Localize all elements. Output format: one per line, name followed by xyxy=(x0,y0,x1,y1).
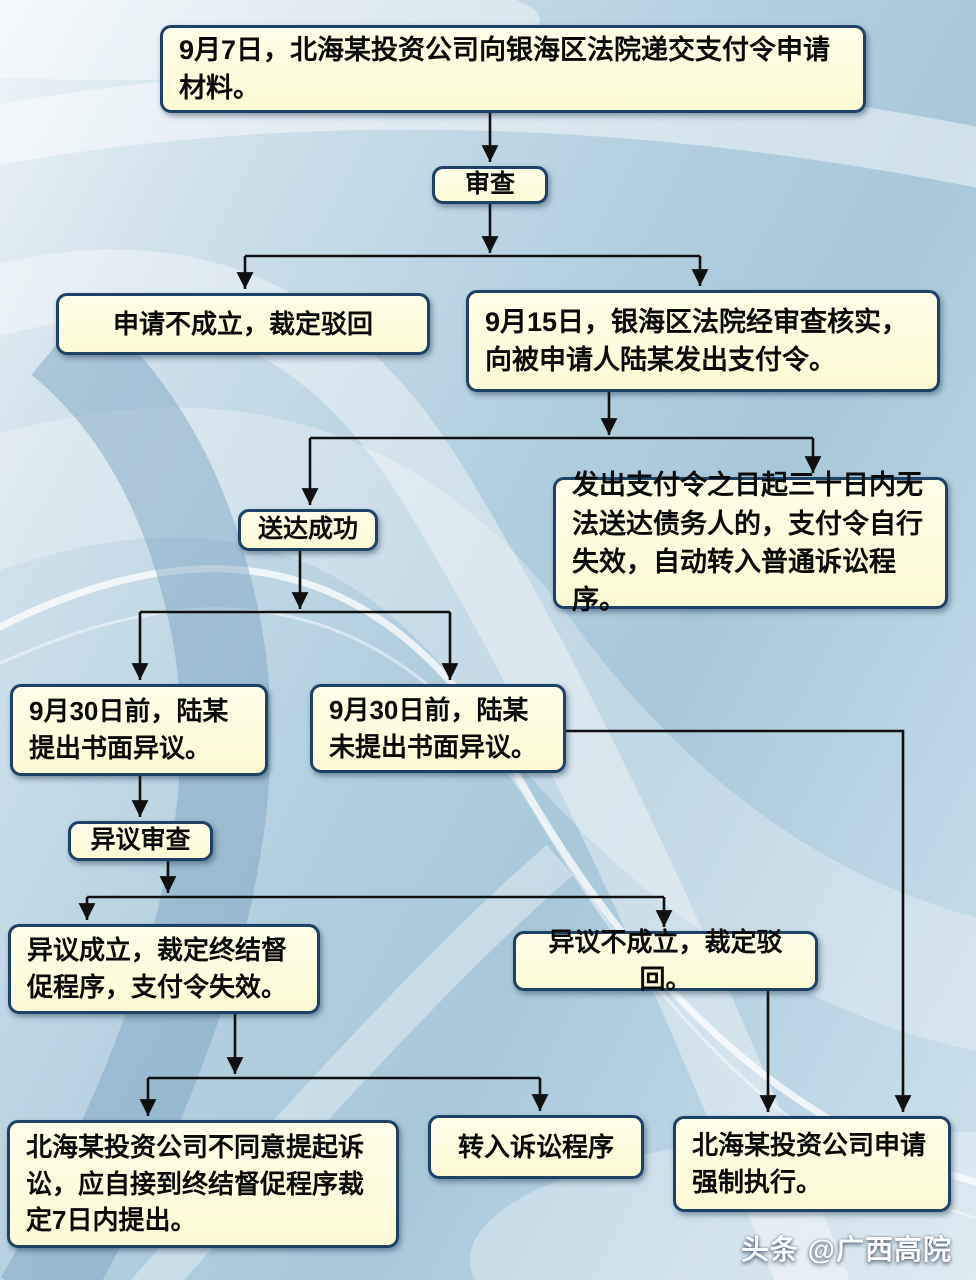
node-no-objection: 9月30日前，陆某未提出书面异议。 xyxy=(310,684,566,773)
node-objection-filed-label: 9月30日前，陆某提出书面异议。 xyxy=(29,696,229,763)
node-review: 审查 xyxy=(432,166,548,204)
node-submit-application-label: 9月7日，北海某投资公司向银海区法院递交支付令申请材料。 xyxy=(179,34,831,103)
node-no-objection-label: 9月30日前，陆某未提出书面异议。 xyxy=(329,694,538,762)
node-compulsory-enforcement: 北海某投资公司申请强制执行。 xyxy=(673,1116,951,1212)
node-objection-upheld-label: 异议成立，裁定终结督促程序，支付令失效。 xyxy=(27,935,288,1002)
node-payment-order-issued-label: 9月15日，银海区法院经审查核实，向被申请人陆某发出支付令。 xyxy=(485,306,909,375)
node-service-failed: 发出支付令之日起三十日内无法送达债务人的，支付令自行失效，自动转入普通诉讼程序。 xyxy=(553,470,948,615)
node-review-label: 审查 xyxy=(464,170,515,199)
node-transfer-litigation: 转入诉讼程序 xyxy=(428,1115,644,1179)
node-application-rejected: 申请不成立，裁定驳回 xyxy=(56,293,430,355)
node-application-rejected-label: 申请不成立，裁定驳回 xyxy=(112,308,373,339)
node-disagree-litigation: 北海某投资公司不同意提起诉讼，应自接到终结督促程序裁定7日内提出。 xyxy=(7,1120,399,1248)
node-service-failed-label: 发出支付令之日起三十日内无法送达债务人的，支付令自行失效，自动转入普通诉讼程序。 xyxy=(572,470,923,616)
node-service-successful: 送达成功 xyxy=(238,509,378,551)
node-objection-upheld: 异议成立，裁定终结督促程序，支付令失效。 xyxy=(8,924,320,1014)
node-payment-order-issued: 9月15日，银海区法院经审查核实，向被申请人陆某发出支付令。 xyxy=(466,290,940,392)
node-transfer-litigation-label: 转入诉讼程序 xyxy=(457,1131,614,1162)
node-objection-review-label: 异议审查 xyxy=(90,826,191,855)
node-compulsory-enforcement-label: 北海某投资公司申请强制执行。 xyxy=(692,1130,927,1197)
node-disagree-litigation-label: 北海某投资公司不同意提起诉讼，应自接到终结督促程序裁定7日内提出。 xyxy=(26,1131,365,1236)
node-objection-rejected: 异议不成立，裁定驳回。 xyxy=(513,927,818,994)
node-submit-application: 9月7日，北海某投资公司向银海区法院递交支付令申请材料。 xyxy=(160,25,866,113)
watermark-toutiao-gaoyuan: 头条 @广西高院 xyxy=(740,1234,952,1265)
node-objection-review: 异议审查 xyxy=(68,821,213,861)
node-objection-filed: 9月30日前，陆某提出书面异议。 xyxy=(10,684,268,776)
node-objection-rejected-label: 异议不成立，裁定驳回。 xyxy=(548,927,783,994)
node-service-successful-label: 送达成功 xyxy=(257,515,358,544)
